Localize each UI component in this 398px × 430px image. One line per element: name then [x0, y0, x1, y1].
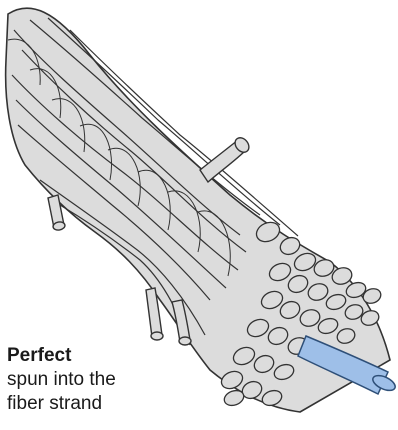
caption: Perfect spun into the fiber strand [7, 344, 116, 416]
caption-line-1: spun into the [7, 368, 116, 392]
caption-line-2: fiber strand [7, 392, 116, 416]
caption-title: Perfect [7, 344, 116, 368]
